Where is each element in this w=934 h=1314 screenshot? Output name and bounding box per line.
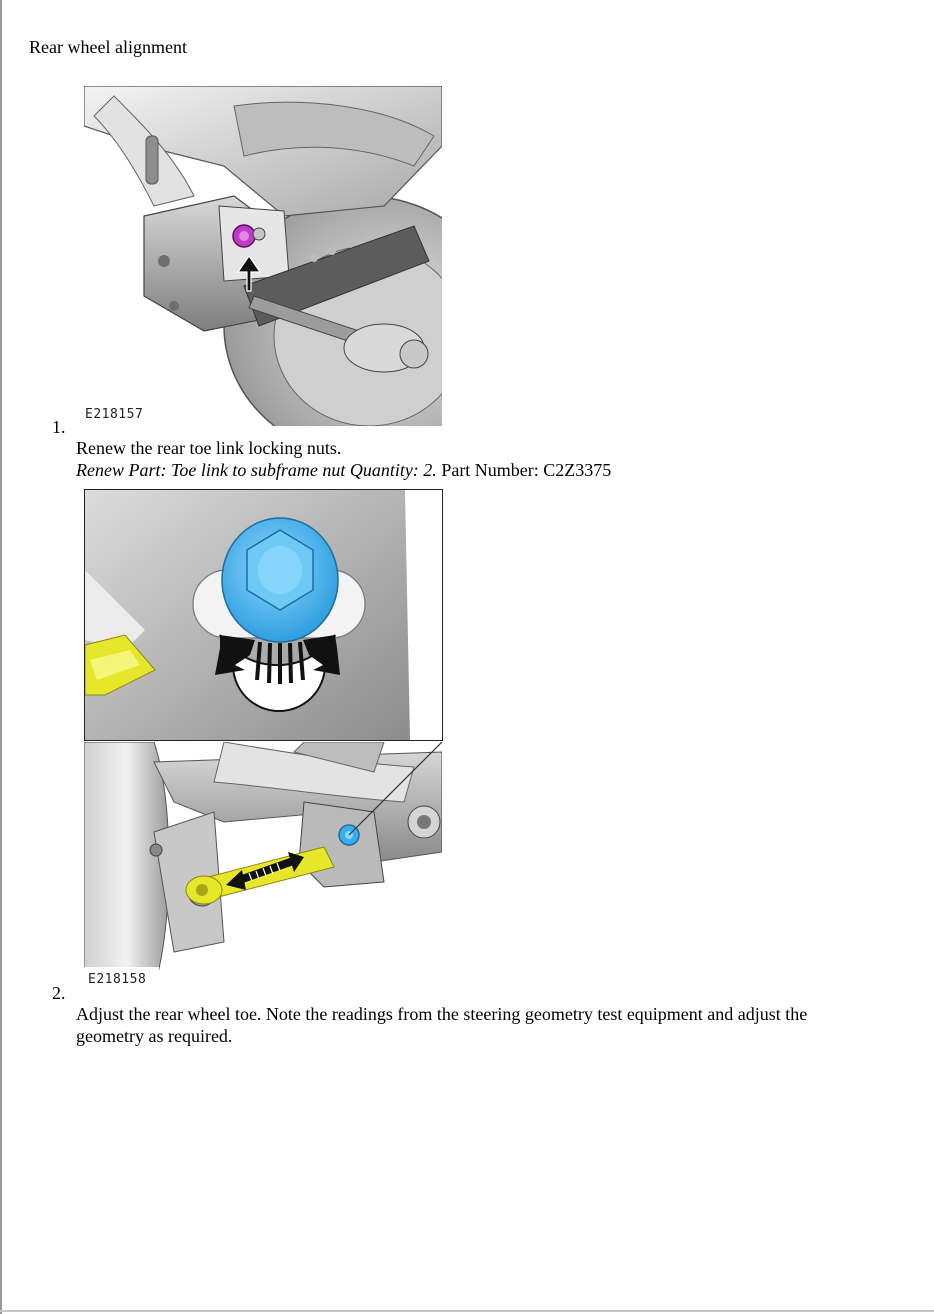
- step-2-number: 2.: [52, 983, 66, 1003]
- suspension-illustration-1: [84, 86, 442, 426]
- step-1-renew-part-note: Renew Part: Toe link to subframe nut Qua…: [76, 460, 437, 480]
- step-1-number: 1.: [52, 417, 66, 437]
- step-1-part-line: Renew Part: Toe link to subframe nut Qua…: [76, 459, 876, 481]
- step-1-instruction: Renew the rear toe link locking nuts.: [76, 438, 342, 458]
- figure-step-2-detail: [84, 489, 443, 741]
- page-bottom-edge: [0, 1310, 934, 1312]
- step-1-part-number: Part Number: C2Z3375: [441, 460, 612, 480]
- figure-step-1: [84, 86, 442, 426]
- document-title: Rear wheel alignment: [29, 37, 187, 57]
- step-2-instruction: Adjust the rear wheel toe. Note the read…: [76, 1004, 808, 1046]
- figure-step-2: [84, 742, 442, 988]
- suspension-illustration-2: [84, 742, 442, 988]
- nut-detail-illustration: [85, 490, 442, 740]
- page-left-edge: [0, 0, 2, 1314]
- figure-id-step-1: E218157: [85, 407, 144, 422]
- figure-id-step-2: E218158: [88, 972, 147, 987]
